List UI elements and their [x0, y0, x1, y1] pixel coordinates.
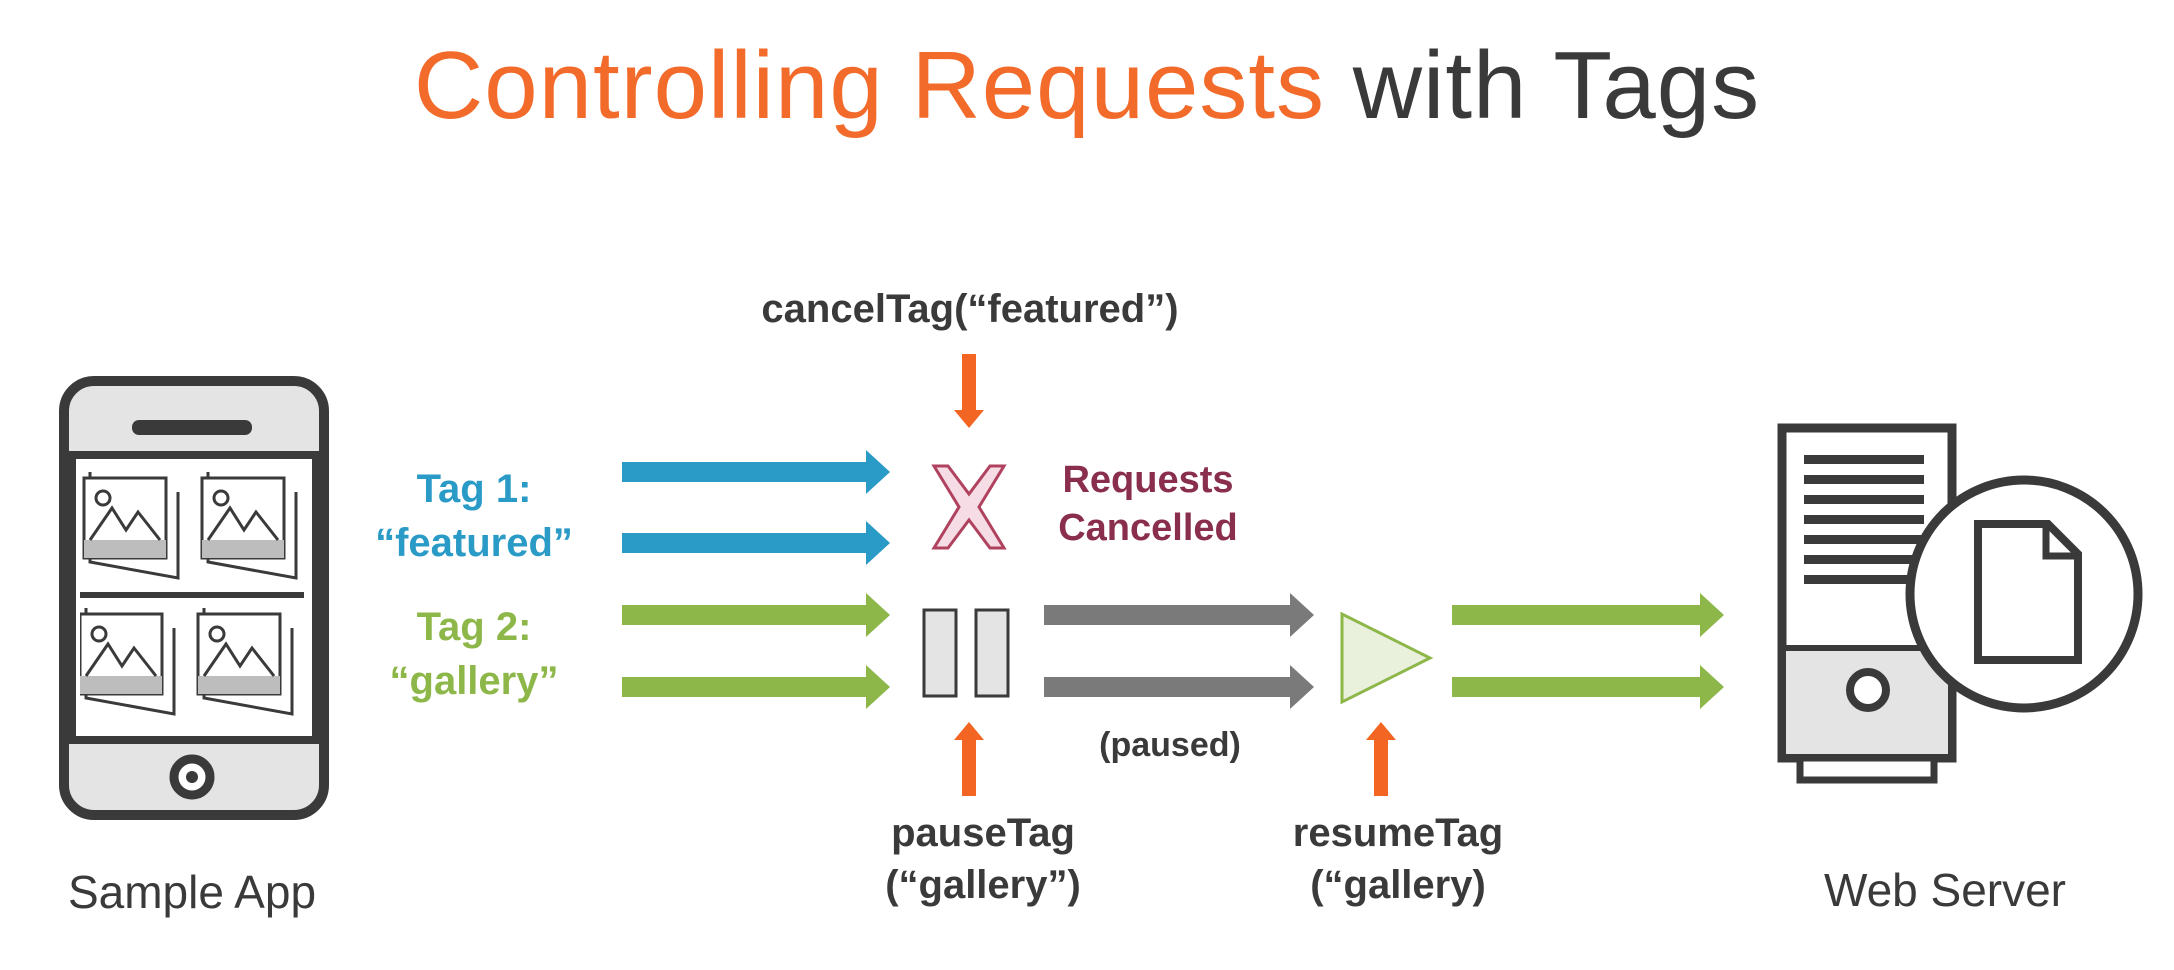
cancel-trigger-arrow [954, 354, 984, 428]
web-server-icon [1777, 423, 2143, 784]
phone-image-tile [82, 472, 180, 580]
cancel-x-icon [931, 464, 1007, 550]
phone-image-tile [80, 608, 176, 716]
requests-cancelled-line1: Requests [1062, 459, 1233, 501]
resumed-request-arrow [1452, 593, 1724, 637]
gallery-request-arrow [622, 665, 890, 709]
gallery-request-arrow [622, 593, 890, 637]
web-server-label: Web Server [1824, 864, 2066, 916]
featured-request-arrow [622, 521, 890, 565]
phone-image-tile [200, 472, 298, 580]
tag1-value: “featured” [375, 521, 573, 565]
paused-request-arrow [1044, 593, 1314, 637]
resume-trigger-arrow [1366, 722, 1396, 796]
resume-tag-label-line2: (“gallery) [1310, 863, 1486, 907]
featured-request-arrow [622, 450, 890, 494]
pause-icon [922, 608, 1010, 698]
pause-tag-label-line2: (“gallery”) [885, 863, 1081, 907]
title-highlight: Controlling Requests [414, 32, 1325, 139]
paused-label: (paused) [1099, 726, 1241, 764]
title-rest: with Tags [1325, 32, 1760, 139]
resumed-request-arrow [1452, 665, 1724, 709]
requests-cancelled-line2: Cancelled [1058, 507, 1238, 549]
sample-app-label: Sample App [68, 866, 316, 918]
cancel-tag-label: cancelTag(“featured”) [761, 287, 1178, 331]
document-icon [1974, 520, 2082, 664]
tag2-value: “gallery” [390, 659, 559, 703]
pause-tag-label-line1: pauseTag [891, 811, 1075, 855]
tag2-label: Tag 2: [417, 605, 532, 649]
pause-trigger-arrow [954, 722, 984, 796]
resume-tag-label-line1: resumeTag [1293, 811, 1503, 855]
phone-image-tile [196, 608, 294, 716]
paused-request-arrow [1044, 665, 1314, 709]
play-icon [1340, 611, 1434, 705]
tag1-label: Tag 1: [417, 467, 532, 511]
smartphone-icon [59, 376, 329, 820]
diagram-title: Controlling Requests with Tags [414, 32, 1760, 139]
